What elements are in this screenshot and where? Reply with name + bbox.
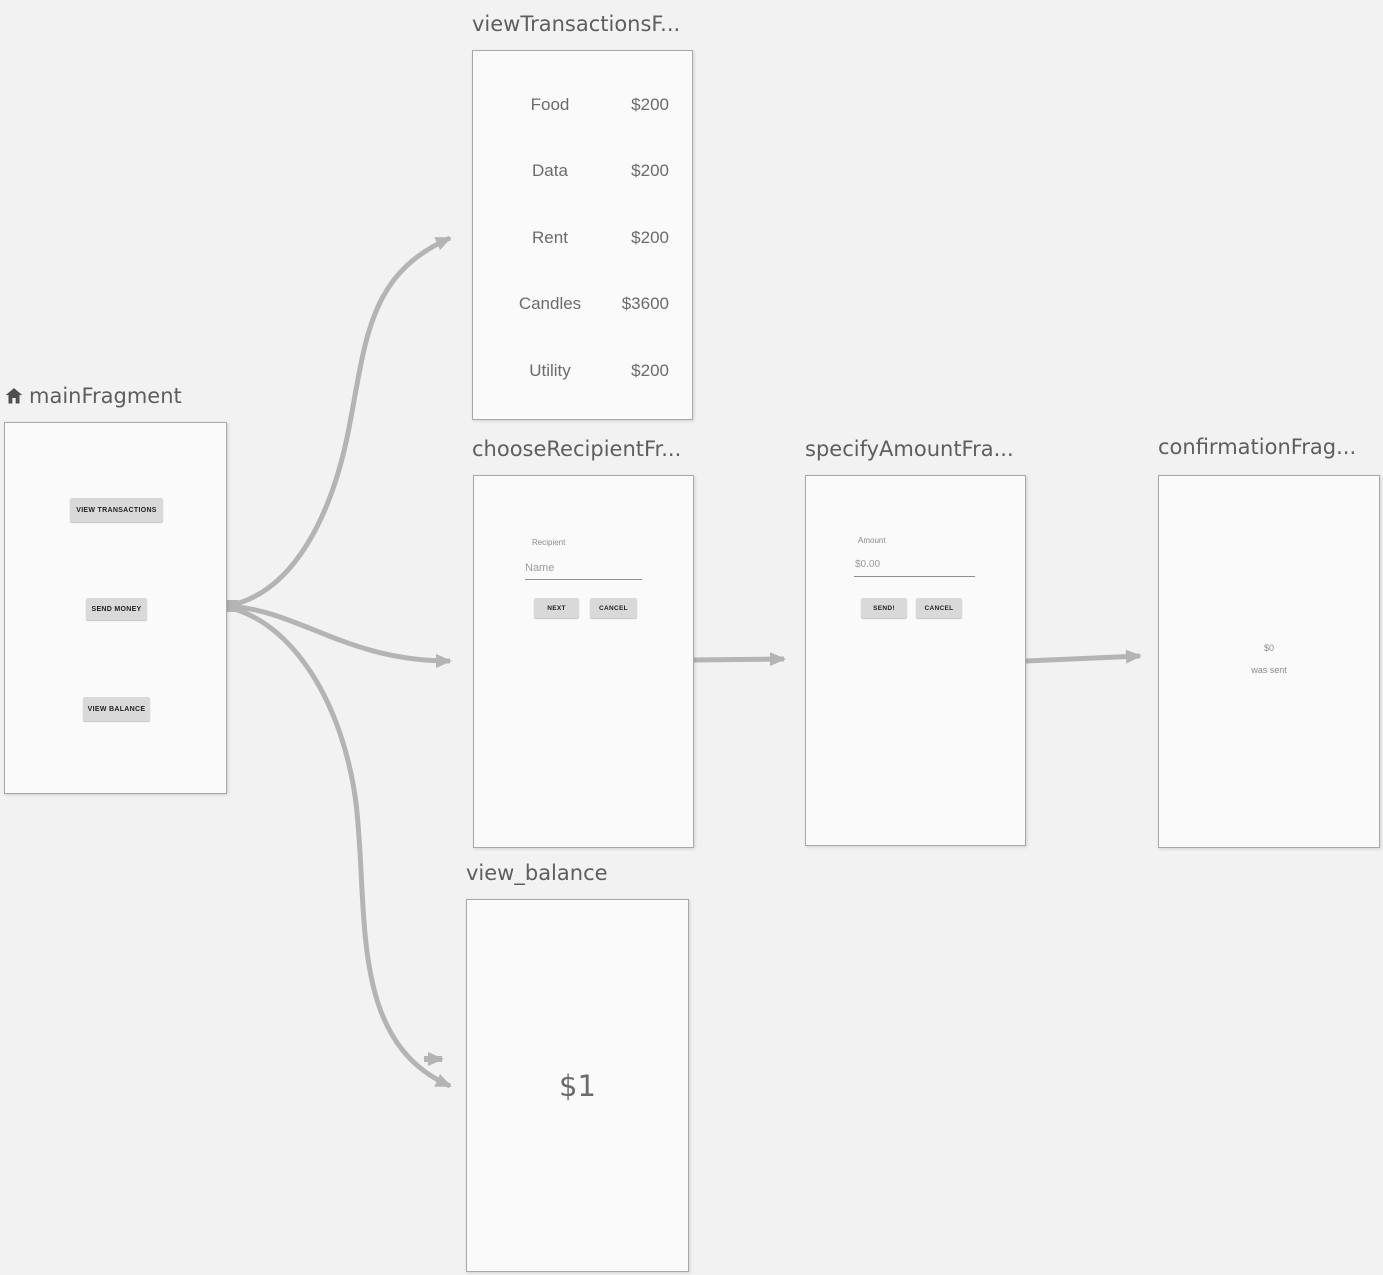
transaction-amount: $200 (631, 361, 669, 380)
send-money-button[interactable]: SEND MONEY (86, 598, 147, 620)
fragment-choose-recipient[interactable]: Recipient Name NEXT CANCEL (473, 475, 694, 848)
transaction-row: Food $200 (505, 94, 669, 116)
home-icon (5, 388, 23, 404)
balance-amount-text: $1 (559, 1068, 596, 1103)
transaction-label: Data (532, 161, 568, 180)
amount-input-underline (854, 576, 975, 577)
transaction-amount: $200 (631, 95, 669, 114)
name-input-underline (525, 579, 642, 580)
transaction-label: Rent (532, 228, 568, 247)
fragment-main[interactable]: VIEW TRANSACTIONS SEND MONEY VIEW BALANC… (4, 422, 227, 794)
fragment-title-main[interactable]: mainFragment (4, 384, 182, 408)
transaction-row: Data $200 (505, 160, 669, 182)
action-specify-amount-to-confirmation[interactable] (1025, 649, 1142, 664)
cancel-button[interactable]: CANCEL (916, 598, 962, 618)
fragment-title-label: specifyAmountFra... (805, 437, 1014, 461)
recipient-label: Recipient (532, 538, 566, 547)
cancel-button[interactable]: CANCEL (590, 598, 637, 618)
fragment-confirmation[interactable]: $0 was sent (1158, 475, 1380, 848)
action-main-to-choose-recipient[interactable] (226, 603, 452, 668)
transaction-row: Candles $3600 (505, 293, 669, 315)
fragment-title-label: viewTransactionsF... (472, 12, 681, 36)
action-choose-recipient-to-specify-amount[interactable] (693, 652, 786, 667)
confirmation-message-text: was sent (1251, 665, 1287, 675)
fragment-title-specify-amount[interactable]: specifyAmountFra... (805, 437, 1014, 461)
name-input[interactable]: Name (525, 562, 555, 574)
fragment-title-view-transactions[interactable]: viewTransactionsF... (472, 12, 680, 36)
confirmation-amount-text: $0 (1263, 643, 1274, 653)
fragment-title-confirmation[interactable]: confirmationFrag... (1158, 435, 1356, 459)
send-button[interactable]: SEND! (861, 598, 907, 618)
view-transactions-button[interactable]: VIEW TRANSACTIONS (70, 498, 163, 522)
transaction-amount: $200 (631, 161, 669, 180)
transaction-label: Candles (518, 294, 582, 313)
fragment-specify-amount[interactable]: Amount $0.00 SEND! CANCEL (805, 475, 1026, 846)
fragment-title-view-balance[interactable]: view_balance (466, 861, 608, 885)
action-main-to-view-transactions[interactable] (226, 235, 452, 609)
fragment-title-label: chooseRecipientFr... (472, 437, 682, 461)
action-main-to-view-balance[interactable] (226, 604, 452, 1089)
transaction-row: Rent $200 (505, 227, 669, 249)
fragment-title-label: view_balance (466, 861, 608, 885)
transaction-label: Utility (529, 361, 571, 380)
action-source-handle[interactable] (227, 600, 238, 612)
fragment-title-label: mainFragment (29, 384, 182, 408)
fragment-title-label: confirmationFrag... (1158, 435, 1357, 459)
fragment-view-balance[interactable]: $1 (466, 899, 689, 1272)
transaction-row: Utility $200 (505, 360, 669, 382)
transaction-label: Food (530, 95, 570, 114)
view-balance-button[interactable]: VIEW BALANCE (83, 697, 150, 721)
next-button[interactable]: NEXT (534, 598, 579, 618)
amount-input[interactable]: $0.00 (855, 559, 881, 570)
transaction-amount: $200 (631, 228, 669, 247)
fragment-view-transactions[interactable]: Food $200 Data $200 Rent $200 Candles $3… (472, 50, 693, 420)
amount-label: Amount (858, 536, 886, 545)
fragment-title-choose-recipient[interactable]: chooseRecipientFr... (472, 437, 681, 461)
transaction-amount: $3600 (621, 294, 669, 313)
